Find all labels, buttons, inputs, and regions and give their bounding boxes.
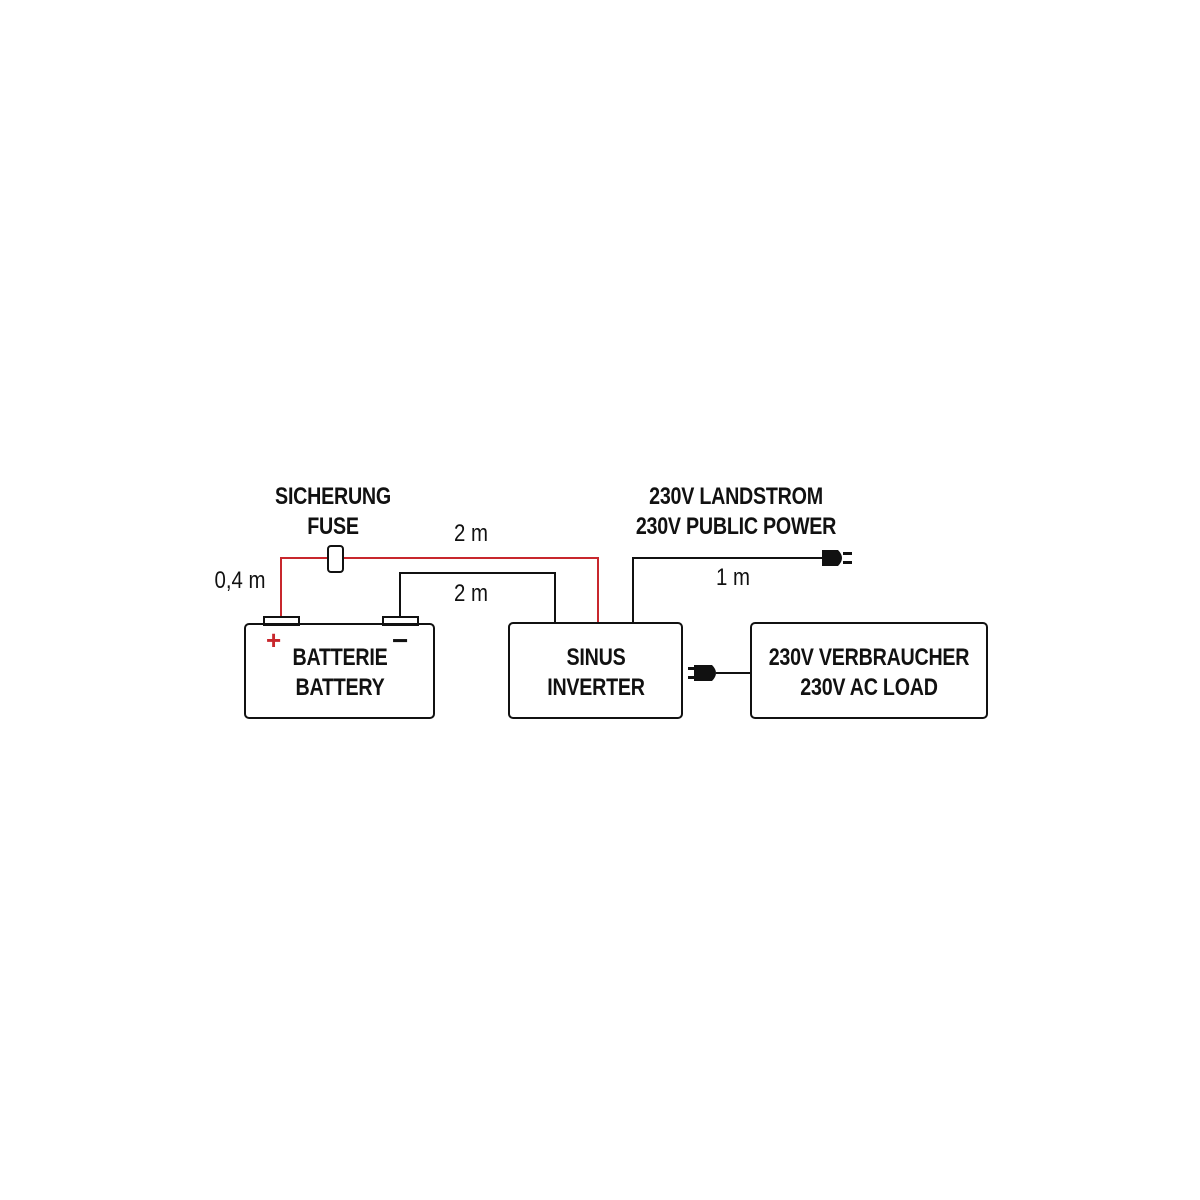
- inverter-label-de: SINUS: [566, 644, 626, 671]
- public-power-label-en: 230V PUBLIC POWER: [635, 513, 837, 540]
- positive-wire: [280, 557, 329, 617]
- load-label-de: 230V VERBRAUCHER: [768, 644, 970, 671]
- measurement-shore-cable: 1 m: [716, 564, 751, 591]
- positive-wire-to-inverter: [343, 557, 599, 623]
- plug-icon: [688, 665, 716, 681]
- load-label-en: 230V AC LOAD: [800, 674, 938, 701]
- fuse-label-de: SICHERUNG: [275, 483, 391, 510]
- load-box: [750, 622, 988, 719]
- battery-label-en: BATTERY: [295, 674, 385, 701]
- fuse-label-en: FUSE: [307, 513, 359, 540]
- fuse-icon: [327, 545, 344, 573]
- battery-label: BATTERIE BATTERY: [258, 643, 422, 703]
- negative-symbol: −: [392, 625, 409, 656]
- measurement-fuse-to-inverter: 2 m: [454, 520, 489, 547]
- negative-wire: [399, 572, 556, 623]
- measurement-battery-to-fuse: 0,4 m: [214, 567, 266, 594]
- public-power-label: 230V LANDSTROM 230V PUBLIC POWER: [605, 482, 867, 542]
- inverter-label-en: INVERTER: [547, 674, 645, 701]
- fuse-label: SICHERUNG FUSE: [251, 482, 415, 542]
- plug-icon: [822, 550, 852, 566]
- shore-power-cable: [632, 557, 822, 623]
- battery-label-de: BATTERIE: [292, 644, 388, 671]
- inverter-box: [508, 622, 683, 719]
- measurement-negative-wire: 2 m: [454, 580, 489, 607]
- battery-box: [244, 623, 435, 719]
- positive-symbol: +: [266, 625, 282, 655]
- public-power-label-de: 230V LANDSTROM: [649, 483, 823, 510]
- inverter-label: SINUS INVERTER: [514, 643, 678, 703]
- load-label: 230V VERBRAUCHER 230V AC LOAD: [746, 643, 992, 703]
